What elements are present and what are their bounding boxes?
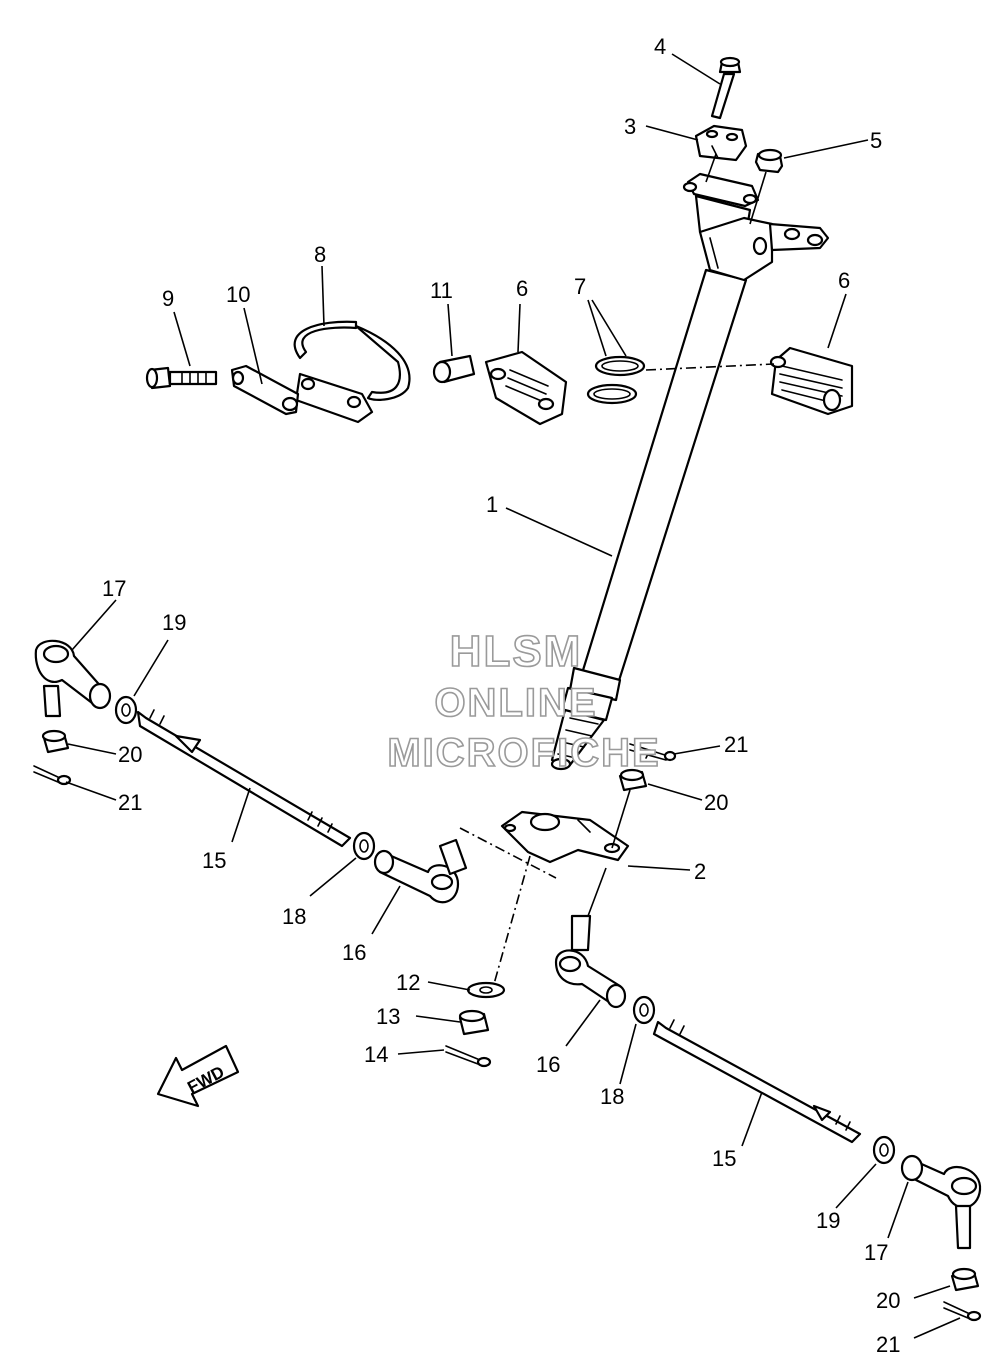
callout-16-left: 16 [342,940,366,965]
callout-10: 10 [226,282,250,307]
column-top-bracket [682,172,830,282]
callout-8: 8 [314,242,326,267]
locknut-19-left [114,695,138,725]
callout-20-mid: 20 [704,790,728,815]
locknut-18-left [352,831,376,861]
callout-20-left: 20 [118,742,142,767]
watermark-line-2: ONLINE [434,681,597,725]
locknut-18-right [632,995,656,1025]
cotter-pin-21-mid [629,743,677,762]
callout-17-left: 17 [102,576,126,601]
cotter-pin-14 [445,1045,492,1068]
locknut-19-right [872,1135,896,1165]
callout-9: 9 [162,286,174,311]
callout-1: 1 [486,492,498,517]
castle-nut-20-right [950,1267,980,1292]
cable-clamp [230,364,300,416]
callout-numbers: 1 2 3 4 5 6 6 7 8 9 10 11 12 13 14 15 15… [102,34,900,1357]
holder-bolt [710,56,742,120]
callout-19-right: 19 [816,1208,840,1233]
steering-shaft [550,268,748,771]
callout-13: 13 [376,1004,400,1029]
circlips [586,355,646,405]
wire-bracket [293,320,411,424]
leader-lines [65,53,961,1339]
callout-18-left: 18 [282,904,306,929]
callout-11: 11 [430,278,453,303]
callout-20-right: 20 [876,1288,900,1313]
callout-15-left: 15 [202,848,226,873]
callout-21-right: 21 [876,1332,900,1357]
callout-21-left: 21 [118,790,142,815]
pitman-arm [500,810,630,864]
spacer-collar [432,354,476,384]
callout-3: 3 [624,114,636,139]
rod-end-left [34,639,112,718]
callout-12: 12 [396,970,420,995]
callout-15-right: 15 [712,1146,736,1171]
watermark: HLSM ONLINE MICROFICHE [387,626,660,776]
callout-16-right: 16 [536,1052,560,1077]
castle-nut-20-mid [618,768,648,792]
watermark-line-3: MICROFICHE [387,731,660,775]
watermark-line-1: HLSM [450,627,583,676]
tie-rod-right [652,1019,862,1144]
cotter-pin-21-right [943,1301,982,1322]
shaft-collar [754,148,784,174]
callout-18-right: 18 [600,1084,624,1109]
callout-7: 7 [574,274,586,299]
bracket-bolt [145,366,218,390]
nut-13 [458,1009,490,1036]
castle-nut-20-left [41,729,70,754]
callout-6-left: 6 [516,276,528,301]
shaft-bush-right [769,346,854,416]
tie-rod-end-left [373,838,468,904]
shaft-bush-left [484,350,568,426]
callout-5: 5 [870,128,882,153]
shaft-holder [694,124,748,162]
forward-arrow-icon: FWD [156,1044,240,1108]
cotter-pin-21-left [33,765,72,786]
washer-12 [466,981,506,999]
callout-21-mid: 21 [724,732,748,757]
assembly-lines [459,153,775,985]
callout-17-right: 17 [864,1240,888,1265]
tie-rod-end-right [554,914,627,1009]
callout-4: 4 [654,34,666,59]
callout-6-right: 6 [838,268,850,293]
callout-2: 2 [694,859,706,884]
callout-14: 14 [364,1042,388,1067]
tie-rod-left [136,709,352,848]
callout-19-left: 19 [162,610,186,635]
rod-end-right [900,1154,982,1250]
